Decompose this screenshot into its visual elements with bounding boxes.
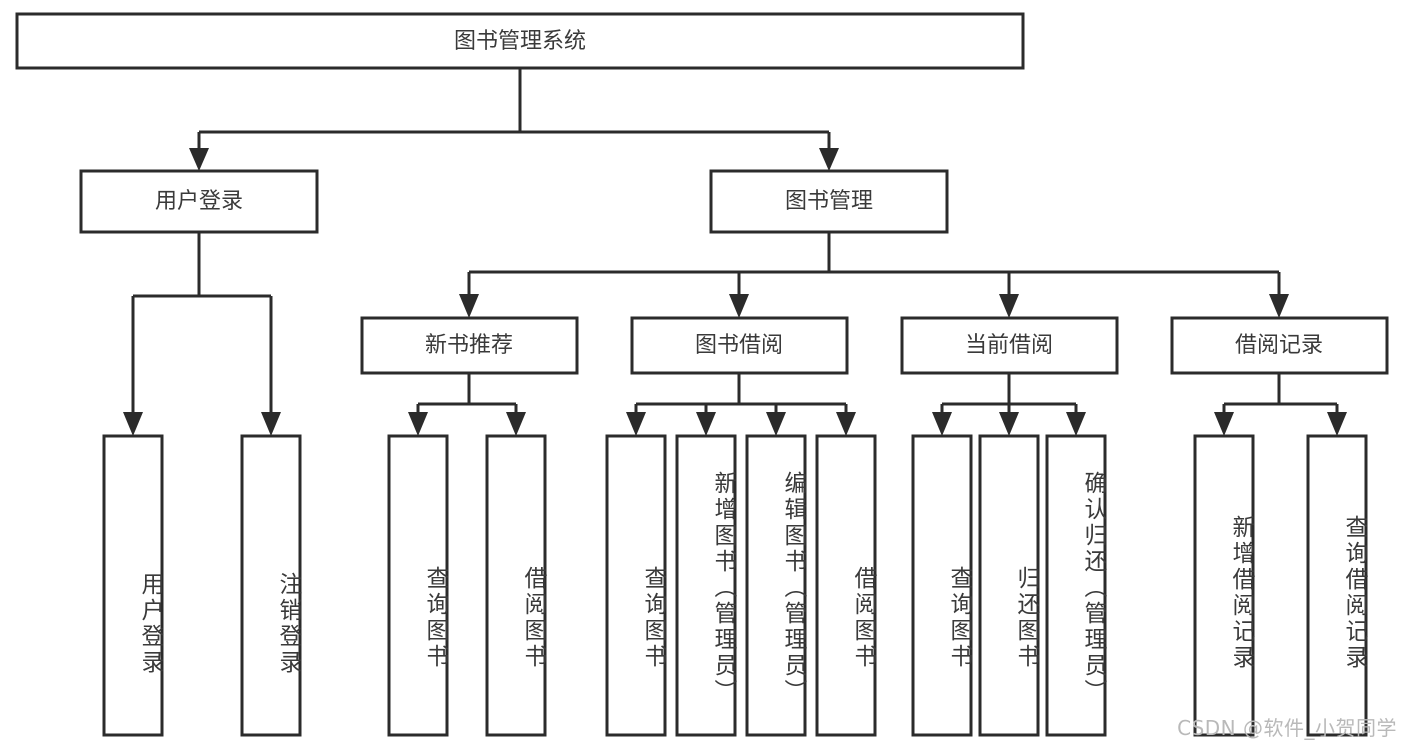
arrow-head-borrow-record	[1269, 294, 1289, 318]
arrow-head-leaf-edit-book	[766, 412, 786, 436]
arrow-head-leaf-add-record	[1214, 412, 1234, 436]
new-book-recommend-box[interactable]	[360, 316, 579, 375]
node-book-borrow[interactable]: 图书借阅	[630, 316, 849, 375]
arrow-head-leaf-query-book-3	[932, 412, 952, 436]
arrow-head-book-manage	[819, 148, 839, 171]
borrow-record-label: 借阅记录	[1235, 333, 1323, 358]
csdn-watermark: CSDN @软件_小贺同学	[1177, 716, 1397, 740]
arrow-head-leaf-query-book-1	[408, 412, 428, 436]
leaf-box-query-book-3[interactable]	[911, 434, 973, 737]
arrow-head-leaf-borrow-book-2	[836, 412, 856, 436]
leaf-box-query-record[interactable]	[1306, 434, 1368, 737]
root-box[interactable]	[15, 12, 1025, 70]
node-borrow-record[interactable]: 借阅记录	[1170, 316, 1389, 375]
arrow-head-new-book-recommend	[459, 294, 479, 318]
leaf-box-borrow-book-1[interactable]	[485, 434, 547, 737]
leaf-boxes-user-login	[102, 434, 302, 737]
leaf-box-query-book-2[interactable]	[605, 434, 667, 737]
book-manage-label: 图书管理	[785, 189, 873, 214]
leaf-box-borrow-book-2[interactable]	[815, 434, 877, 737]
current-borrow-box[interactable]	[900, 316, 1119, 375]
leaf-box-add-record[interactable]	[1193, 434, 1255, 737]
leaf-box-edit-book[interactable]	[745, 434, 807, 737]
arrow-head-leaf-add-book	[696, 412, 716, 436]
connectors	[123, 68, 1347, 436]
leaf-box-add-book[interactable]	[675, 434, 737, 737]
leaf-box-return-book[interactable]	[978, 434, 1040, 737]
current-borrow-label: 当前借阅	[965, 333, 1053, 358]
root-label: 图书管理系统	[454, 29, 586, 54]
node-root[interactable]: 图书管理系统	[15, 12, 1025, 70]
leaf-box-logout-login[interactable]	[240, 434, 302, 737]
book-borrow-box[interactable]	[630, 316, 849, 375]
leaf-box-query-book-1[interactable]	[387, 434, 449, 737]
arrow-head-leaf-return-book	[999, 412, 1019, 436]
arrow-head-current-borrow	[999, 294, 1019, 318]
node-book-manage[interactable]: 图书管理	[709, 169, 949, 234]
leaf-boxes-borrow-record	[1193, 434, 1368, 737]
leaf-boxes-new-book-recommend	[387, 434, 547, 737]
book-borrow-label: 图书借阅	[695, 333, 783, 358]
arrow-head-user-login	[189, 148, 209, 171]
leaf-boxes-current-borrow	[911, 434, 1107, 737]
arrow-head-leaf-query-record	[1327, 412, 1347, 436]
book-manage-box[interactable]	[709, 169, 949, 234]
borrow-record-box[interactable]	[1170, 316, 1389, 375]
leaf-box-confirm-return[interactable]	[1045, 434, 1107, 737]
arrow-head-leaf-logout-login	[261, 412, 281, 436]
arrow-head-leaf-user-login	[123, 412, 143, 436]
leaf-boxes-book-borrow	[605, 434, 877, 737]
node-user-login[interactable]: 用户登录	[79, 169, 319, 234]
arrow-head-leaf-confirm-return	[1066, 412, 1086, 436]
leaf-box-user-login[interactable]	[102, 434, 164, 737]
arrow-head-book-borrow	[729, 294, 749, 318]
new-book-recommend-label: 新书推荐	[425, 333, 513, 358]
user-login-label: 用户登录	[155, 189, 243, 214]
node-new-book-recommend[interactable]: 新书推荐	[360, 316, 579, 375]
node-current-borrow[interactable]: 当前借阅	[900, 316, 1119, 375]
arrow-head-leaf-borrow-book-1	[506, 412, 526, 436]
user-login-box[interactable]	[79, 169, 319, 234]
arrow-head-leaf-query-book-2	[626, 412, 646, 436]
